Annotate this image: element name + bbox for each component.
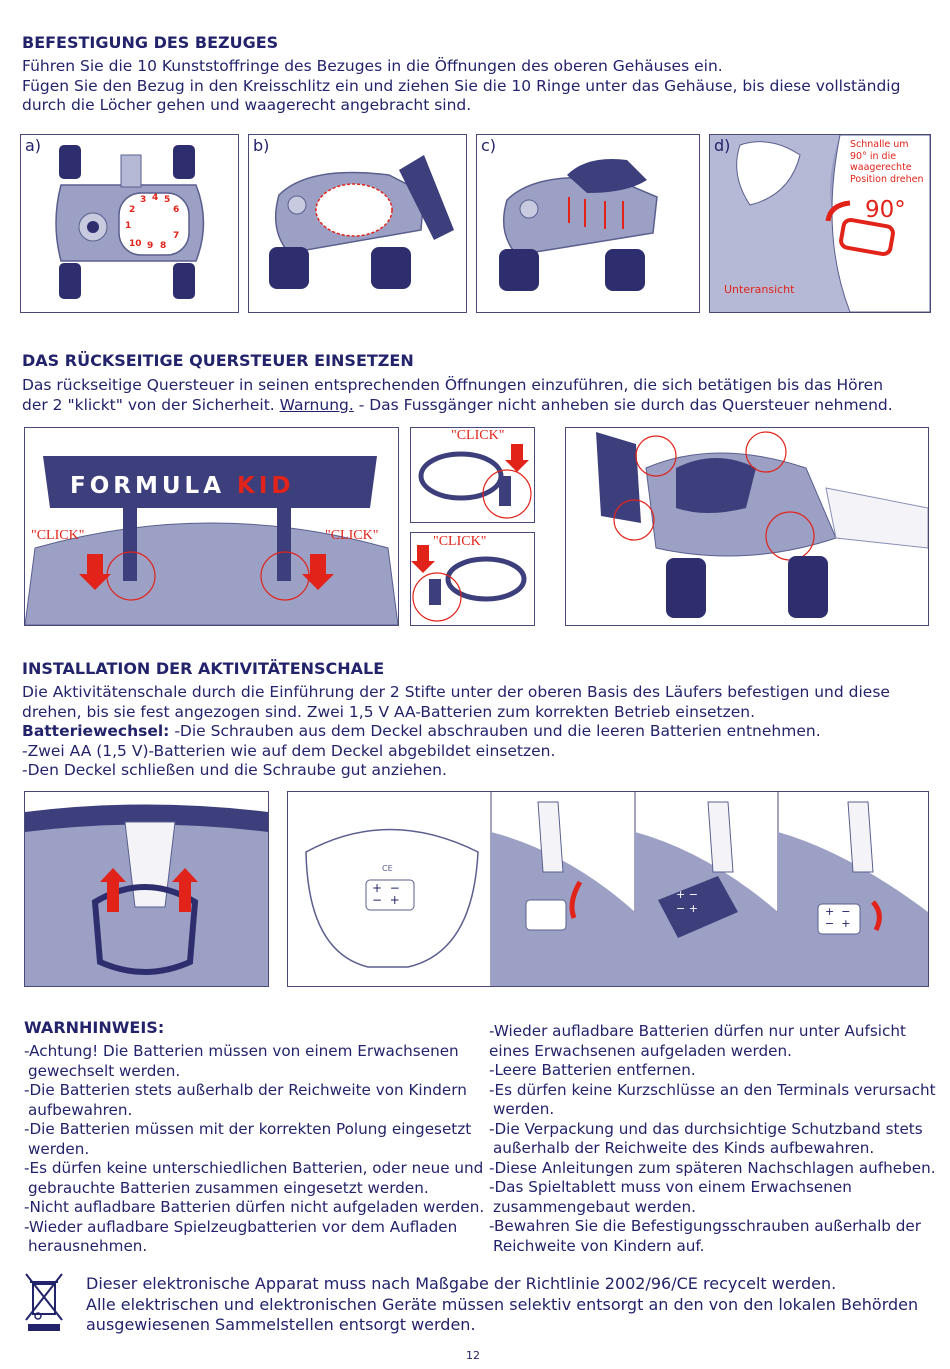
panel-d: d) Schnalle um 90° in die waagerechte Po… <box>709 134 931 313</box>
panel-label: a) <box>25 136 42 155</box>
weee-bin-icon <box>24 1272 64 1334</box>
warning-line: -Die Batterien stets außerhalb der Reich… <box>24 1081 467 1099</box>
click-label: "CLICK" <box>325 528 379 543</box>
ring-number: 7 <box>173 231 180 241</box>
ring-number: 4 <box>152 193 159 203</box>
battery-change-label: Batteriewechsel: <box>22 722 170 740</box>
buckle-callout: Schnalle um 90° in die waagerechte Posit… <box>850 139 924 185</box>
ring-number: 1 <box>125 221 132 231</box>
cover-line: Fügen Sie den Bezug in den Kreisschlitz … <box>22 76 901 95</box>
click-label: "CLICK" <box>433 534 487 549</box>
ring-number: 2 <box>129 205 136 215</box>
warning-line: Reichweite von Kindern auf. <box>493 1236 705 1255</box>
ring-number: 10 <box>129 239 142 249</box>
disposal-line: ausgewiesenen Sammelstellen entsorgt wer… <box>86 1315 476 1334</box>
ring-number: 5 <box>164 195 171 205</box>
warnings-title: WARNHINWEIS: <box>24 1018 165 1037</box>
polarity-batteries: + −− + <box>676 888 698 915</box>
panel-b: b) <box>248 134 467 313</box>
warning-line: -Wieder aufladbare Batterien dürfen nur … <box>489 1022 906 1040</box>
warning-line: herausnehmen. <box>28 1237 148 1255</box>
tray-line: drehen, bis sie fest angezogen sind. Zwe… <box>22 702 756 721</box>
click-detail-illustration <box>418 444 532 519</box>
warning-line: -Diese Anleitungen zum späteren Nachschl… <box>489 1158 936 1177</box>
warning-line: -Es dürfen keine unterschiedlichen Batte… <box>24 1159 484 1177</box>
panel-label: b) <box>253 136 270 155</box>
warning-line: -Die Batterien müssen mit der korrekten … <box>24 1120 472 1138</box>
rear-bar-line: Das rückseitige Quersteuer in seinen ent… <box>22 376 884 394</box>
section-title-rear-bar: DAS RÜCKSEITIGE QUERSTEUER EINSETZEN <box>22 351 414 370</box>
page-number: 12 <box>466 1349 480 1362</box>
disposal-line: Alle elektrischen und elektronischen Ger… <box>86 1294 919 1314</box>
panel-battery-change: CE + −− + + −− + + −− + <box>287 791 929 987</box>
disposal-line: Dieser elektronische Apparat muss nach M… <box>86 1274 837 1293</box>
cover-line: Führen Sie die 10 Kunststoffringe des Be… <box>22 57 723 75</box>
ce-mark: CE <box>382 864 393 873</box>
cover-line: durch die Löcher gehen und waagerecht an… <box>22 96 472 114</box>
warnings-right-column: -Wieder aufladbare Batterien dürfen nur … <box>489 1022 936 1256</box>
panel-click-bottom: "CLICK" <box>410 532 535 626</box>
section-title-cover: BEFESTIGUNG DES BEZUGES <box>22 33 279 52</box>
warning-line: -Leere Batterien entfernen. <box>489 1061 696 1079</box>
ring-number: 3 <box>140 195 147 205</box>
activity-tray-instructions: Die Aktivitätenschale durch die Einführu… <box>22 683 890 781</box>
polarity-lid: + −− + <box>372 881 400 907</box>
warning-line: -Das Spieltablett muss von einem Erwachs… <box>489 1178 852 1196</box>
warning-line: -Wieder aufladbare Spielzeugbatterien vo… <box>24 1217 458 1236</box>
rear-bar-line: der 2 "klickt" von der Sicherheit. Warnu… <box>22 395 893 414</box>
panel-label: c) <box>481 136 497 155</box>
walker-side-view-illustration <box>269 155 454 289</box>
warning-line: werden. <box>28 1139 90 1158</box>
walker-top-view-illustration <box>55 145 205 299</box>
click-label: "CLICK" <box>31 528 85 543</box>
bottom-view-label: Unteransicht <box>724 283 795 296</box>
battery-change-illustration <box>305 792 928 986</box>
warnings-left-column: -Achtung! Die Batterien müssen von einem… <box>24 1042 484 1257</box>
warning-line: gewechselt werden. <box>28 1061 181 1080</box>
warning-line: eines Erwachsenen aufgeladen werden. <box>489 1041 792 1060</box>
warning-line: -Achtung! Die Batterien müssen von einem… <box>24 1042 459 1060</box>
panel-label: d) <box>714 136 731 155</box>
warning-line: zusammengebaut werden. <box>493 1197 696 1216</box>
warning-line: aufbewahren. <box>28 1100 133 1119</box>
rotation-angle: 90° <box>865 197 906 223</box>
warning-line: -Nicht aufladbare Batterien dürfen nicht… <box>24 1198 485 1216</box>
warning-line: außerhalb der Reichweite des Kinds aufbe… <box>493 1139 875 1157</box>
tray-line: Batteriewechsel: -Die Schrauben aus dem … <box>22 722 821 740</box>
warning-label: Warnung. <box>279 395 354 414</box>
ring-number: 6 <box>173 205 180 215</box>
rear-bar-instructions: Das rückseitige Quersteuer in seinen ent… <box>22 376 893 415</box>
panel-rear-bar-front: FORMULA KID "CLICK" "CLICK" <box>24 427 399 626</box>
disposal-notice: Dieser elektronische Apparat muss nach M… <box>86 1274 918 1336</box>
warning-line: -Es dürfen keine Kurzschlüsse an den Ter… <box>489 1080 936 1099</box>
rear-bar-front-illustration <box>25 456 398 625</box>
tray-line: -Den Deckel schließen und die Schraube g… <box>22 761 447 779</box>
polarity-lid-closed: + −− + <box>825 905 851 930</box>
cover-insertion-illustration <box>499 159 658 291</box>
tray-attach-illustration <box>25 804 268 986</box>
panel-c: c) <box>476 134 700 313</box>
warning-line: -Bewahren Sie die Befestigungsschrauben … <box>489 1217 921 1235</box>
warning-line: -Die Verpackung und das durchsichtige Sc… <box>489 1119 923 1138</box>
panel-rear-bar-lift <box>565 427 929 626</box>
panel-click-top: "CLICK" <box>410 427 535 523</box>
brand-logo: FORMULA KID <box>70 473 295 499</box>
section-title-activity-tray: INSTALLATION DER AKTIVITÄTENSCHALE <box>22 659 385 678</box>
panel-a: a) 3 4 5 6 2 1 7 8 9 10 <box>20 134 239 313</box>
ring-number: 9 <box>147 241 154 251</box>
panel-tray-attach <box>24 791 269 987</box>
click-detail-illustration <box>411 545 527 622</box>
click-label: "CLICK" <box>451 428 505 443</box>
tray-line: Die Aktivitätenschale durch die Einführu… <box>22 683 890 701</box>
tray-line: -Zwei AA (1,5 V)-Batterien wie auf dem D… <box>22 741 556 760</box>
cover-instructions: Führen Sie die 10 Kunststoffringe des Be… <box>22 57 900 116</box>
warning-line: werden. <box>493 1100 555 1118</box>
warning-line: gebrauchte Batterien zusammen eingesetzt… <box>28 1178 429 1197</box>
ring-number: 8 <box>160 241 167 251</box>
rear-bar-angle-illustration <box>596 431 928 618</box>
buckle-rotation-illustration <box>710 135 930 312</box>
